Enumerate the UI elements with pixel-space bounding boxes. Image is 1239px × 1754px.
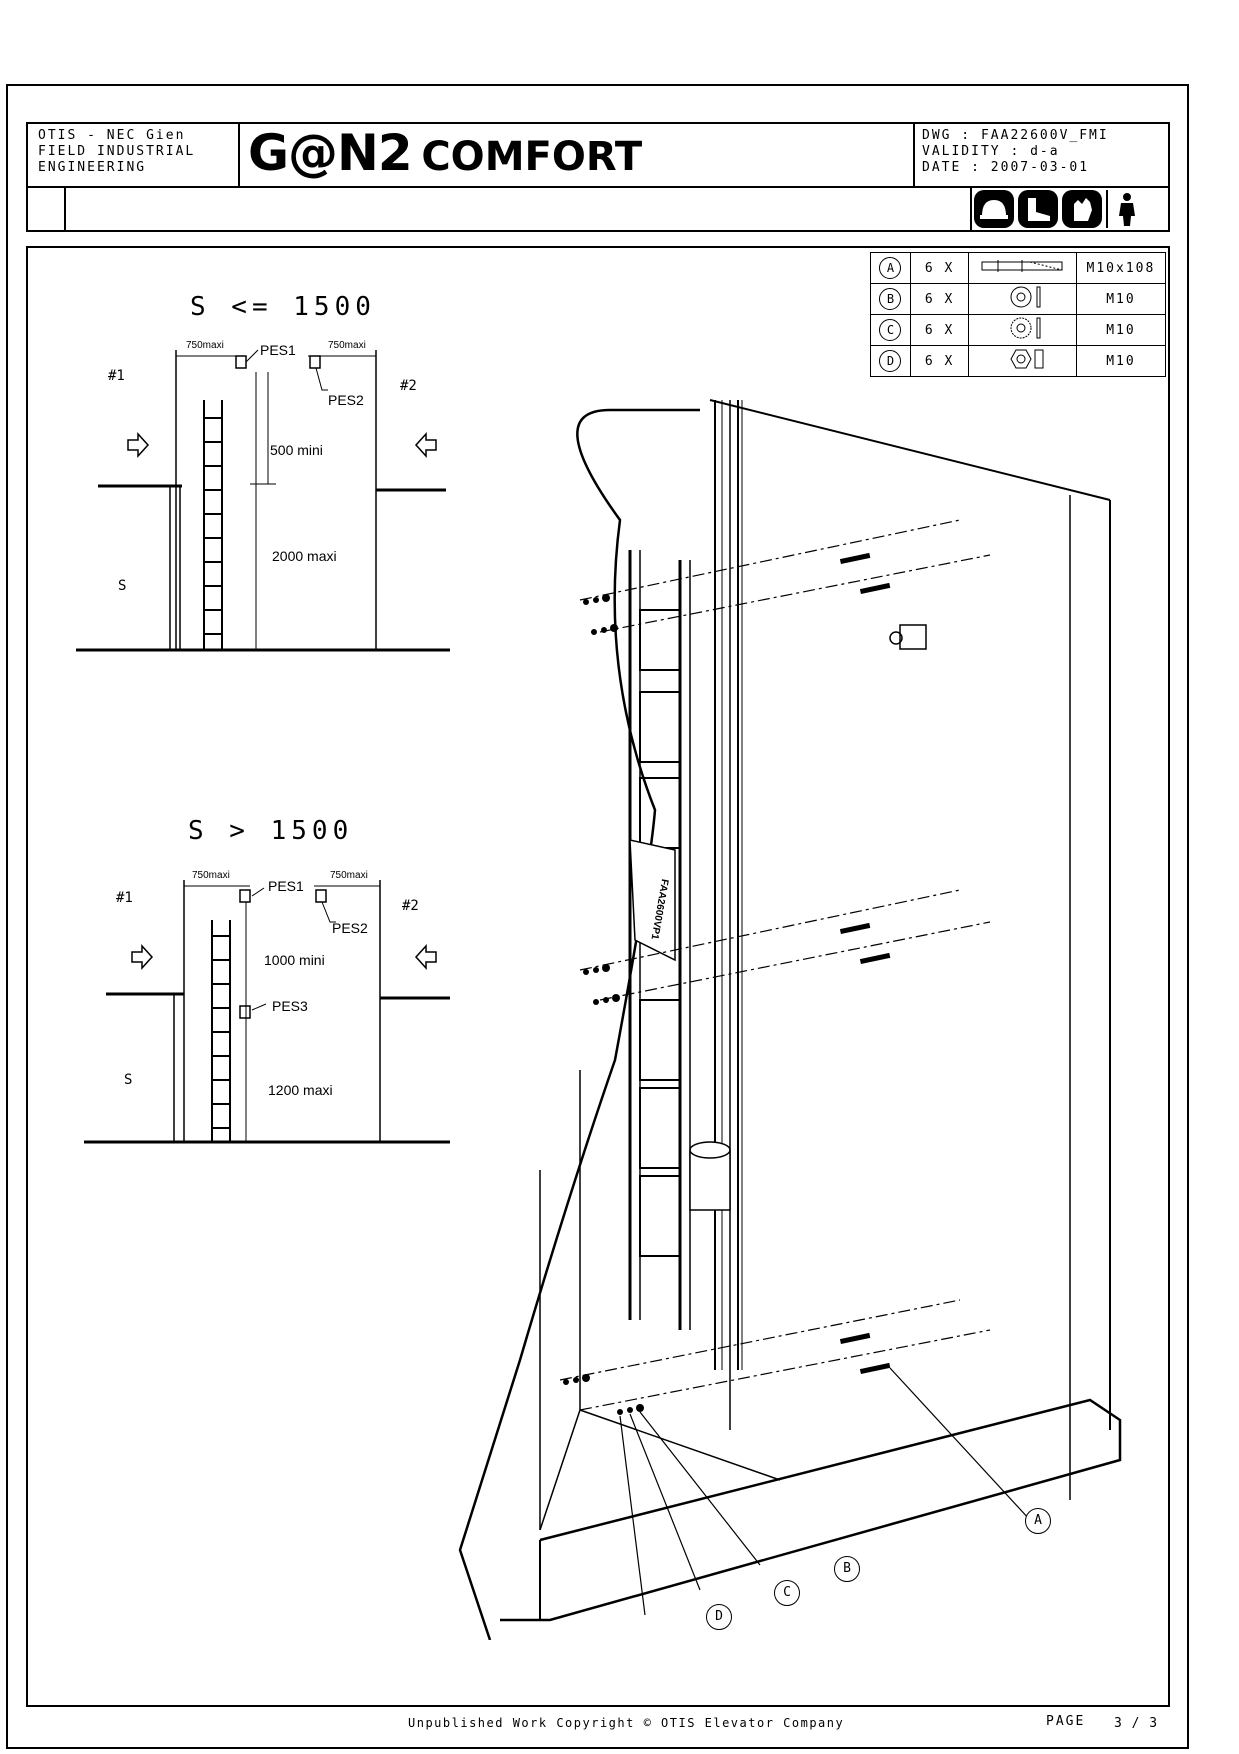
part-qty: 6 X — [909, 345, 970, 377]
parts-table: A 6 X M10x108 B 6 X M10 C 6 X M10 D 6 X … — [870, 252, 1167, 377]
landing-left-label: #1 — [108, 368, 125, 384]
dwg-line: DWG : FAA22600V_FMI — [922, 128, 1109, 143]
callout-a: A — [1025, 1508, 1051, 1534]
parts-row: A 6 X M10x108 — [870, 252, 1167, 284]
diagram-bottom-heading: S > 1500 — [188, 816, 354, 846]
diagram-top-heading: S <= 1500 — [190, 292, 376, 322]
part-ref: A — [879, 257, 902, 279]
landing-right-label: #2 — [402, 898, 419, 914]
pes1-label: PES1 — [260, 342, 296, 358]
person-icon — [1106, 190, 1135, 228]
dwg-block: DWG : FAA22600V_FMI VALIDITY : d-a DATE … — [922, 128, 1109, 176]
brand-logo: G@N2 COMFORT — [248, 124, 642, 184]
dwg-line: VALIDITY : d-a — [922, 144, 1060, 159]
tb-divider — [64, 186, 66, 232]
part-ref: D — [879, 350, 902, 372]
org-line: ENGINEERING — [38, 160, 147, 175]
anchor-bolt-icon — [968, 252, 1077, 284]
dim-max-label: 2000 maxi — [272, 548, 337, 564]
callout-b: B — [834, 1556, 860, 1582]
s-label: S — [124, 1072, 133, 1088]
tb-divider — [913, 122, 915, 186]
pes1-label: PES1 — [268, 878, 304, 894]
copyright-notice: Unpublished Work Copyright © OTIS Elevat… — [408, 1716, 845, 1730]
gloves-icon — [1062, 190, 1102, 228]
part-size: M10 — [1075, 345, 1167, 377]
s-label: S — [118, 578, 127, 594]
parts-row: B 6 X M10 — [870, 283, 1167, 315]
tb-divider — [238, 122, 240, 186]
tb-divider — [26, 186, 1170, 188]
page-frame — [6, 84, 1189, 1749]
dim-right-label: 750maxi — [330, 870, 368, 881]
landing-right-label: #2 — [400, 378, 417, 394]
landing-left-label: #1 — [116, 890, 133, 906]
part-size: M10 — [1075, 283, 1167, 315]
page-label: PAGE — [1046, 1714, 1086, 1729]
dim-left-label: 750maxi — [186, 340, 224, 351]
helmet-icon — [974, 190, 1014, 228]
flat-washer-icon — [968, 283, 1077, 315]
page-number: 3 / 3 — [1114, 1716, 1159, 1731]
part-size: M10 — [1075, 314, 1167, 346]
callout-c: C — [774, 1580, 800, 1606]
pes3-label: PES3 — [272, 998, 308, 1014]
part-qty: 6 X — [909, 252, 970, 284]
dim-mid-label: 1000 mini — [264, 952, 325, 968]
tb-divider — [970, 186, 972, 232]
dim-mid-label: 500 mini — [270, 442, 323, 458]
org-line: FIELD INDUSTRIAL — [38, 144, 196, 159]
pes2-label: PES2 — [332, 920, 368, 936]
nut-icon — [968, 345, 1077, 377]
org-line: OTIS - NEC Gien — [38, 128, 186, 143]
part-ref: C — [879, 319, 902, 341]
diagram-top — [76, 349, 450, 652]
lock-washer-icon — [968, 314, 1077, 346]
parts-row: C 6 X M10 — [870, 314, 1167, 346]
part-qty: 6 X — [909, 283, 970, 315]
part-qty: 6 X — [909, 314, 970, 346]
callout-d: D — [706, 1604, 732, 1630]
logo-gen2: G@N2 — [248, 124, 413, 182]
pes2-label: PES2 — [328, 392, 364, 408]
ppe-icons — [974, 190, 1135, 228]
parts-row: D 6 X M10 — [870, 345, 1167, 377]
dim-right-label: 750maxi — [328, 340, 366, 351]
isometric-pit-view — [458, 399, 1122, 1640]
safety-boots-icon — [1018, 190, 1058, 228]
dim-left-label: 750maxi — [192, 870, 230, 881]
dim-max-label: 1200 maxi — [268, 1082, 333, 1098]
part-ref: B — [879, 288, 902, 310]
diagram-bottom — [84, 880, 450, 1144]
part-size: M10x108 — [1075, 252, 1167, 284]
logo-comfort: COMFORT — [421, 134, 643, 180]
drawing-frame — [26, 246, 1170, 1707]
org-block: OTIS - NEC Gien FIELD INDUSTRIAL ENGINEE… — [38, 128, 195, 176]
title-block — [26, 122, 1170, 232]
dwg-line: DATE : 2007-03-01 — [922, 160, 1090, 175]
